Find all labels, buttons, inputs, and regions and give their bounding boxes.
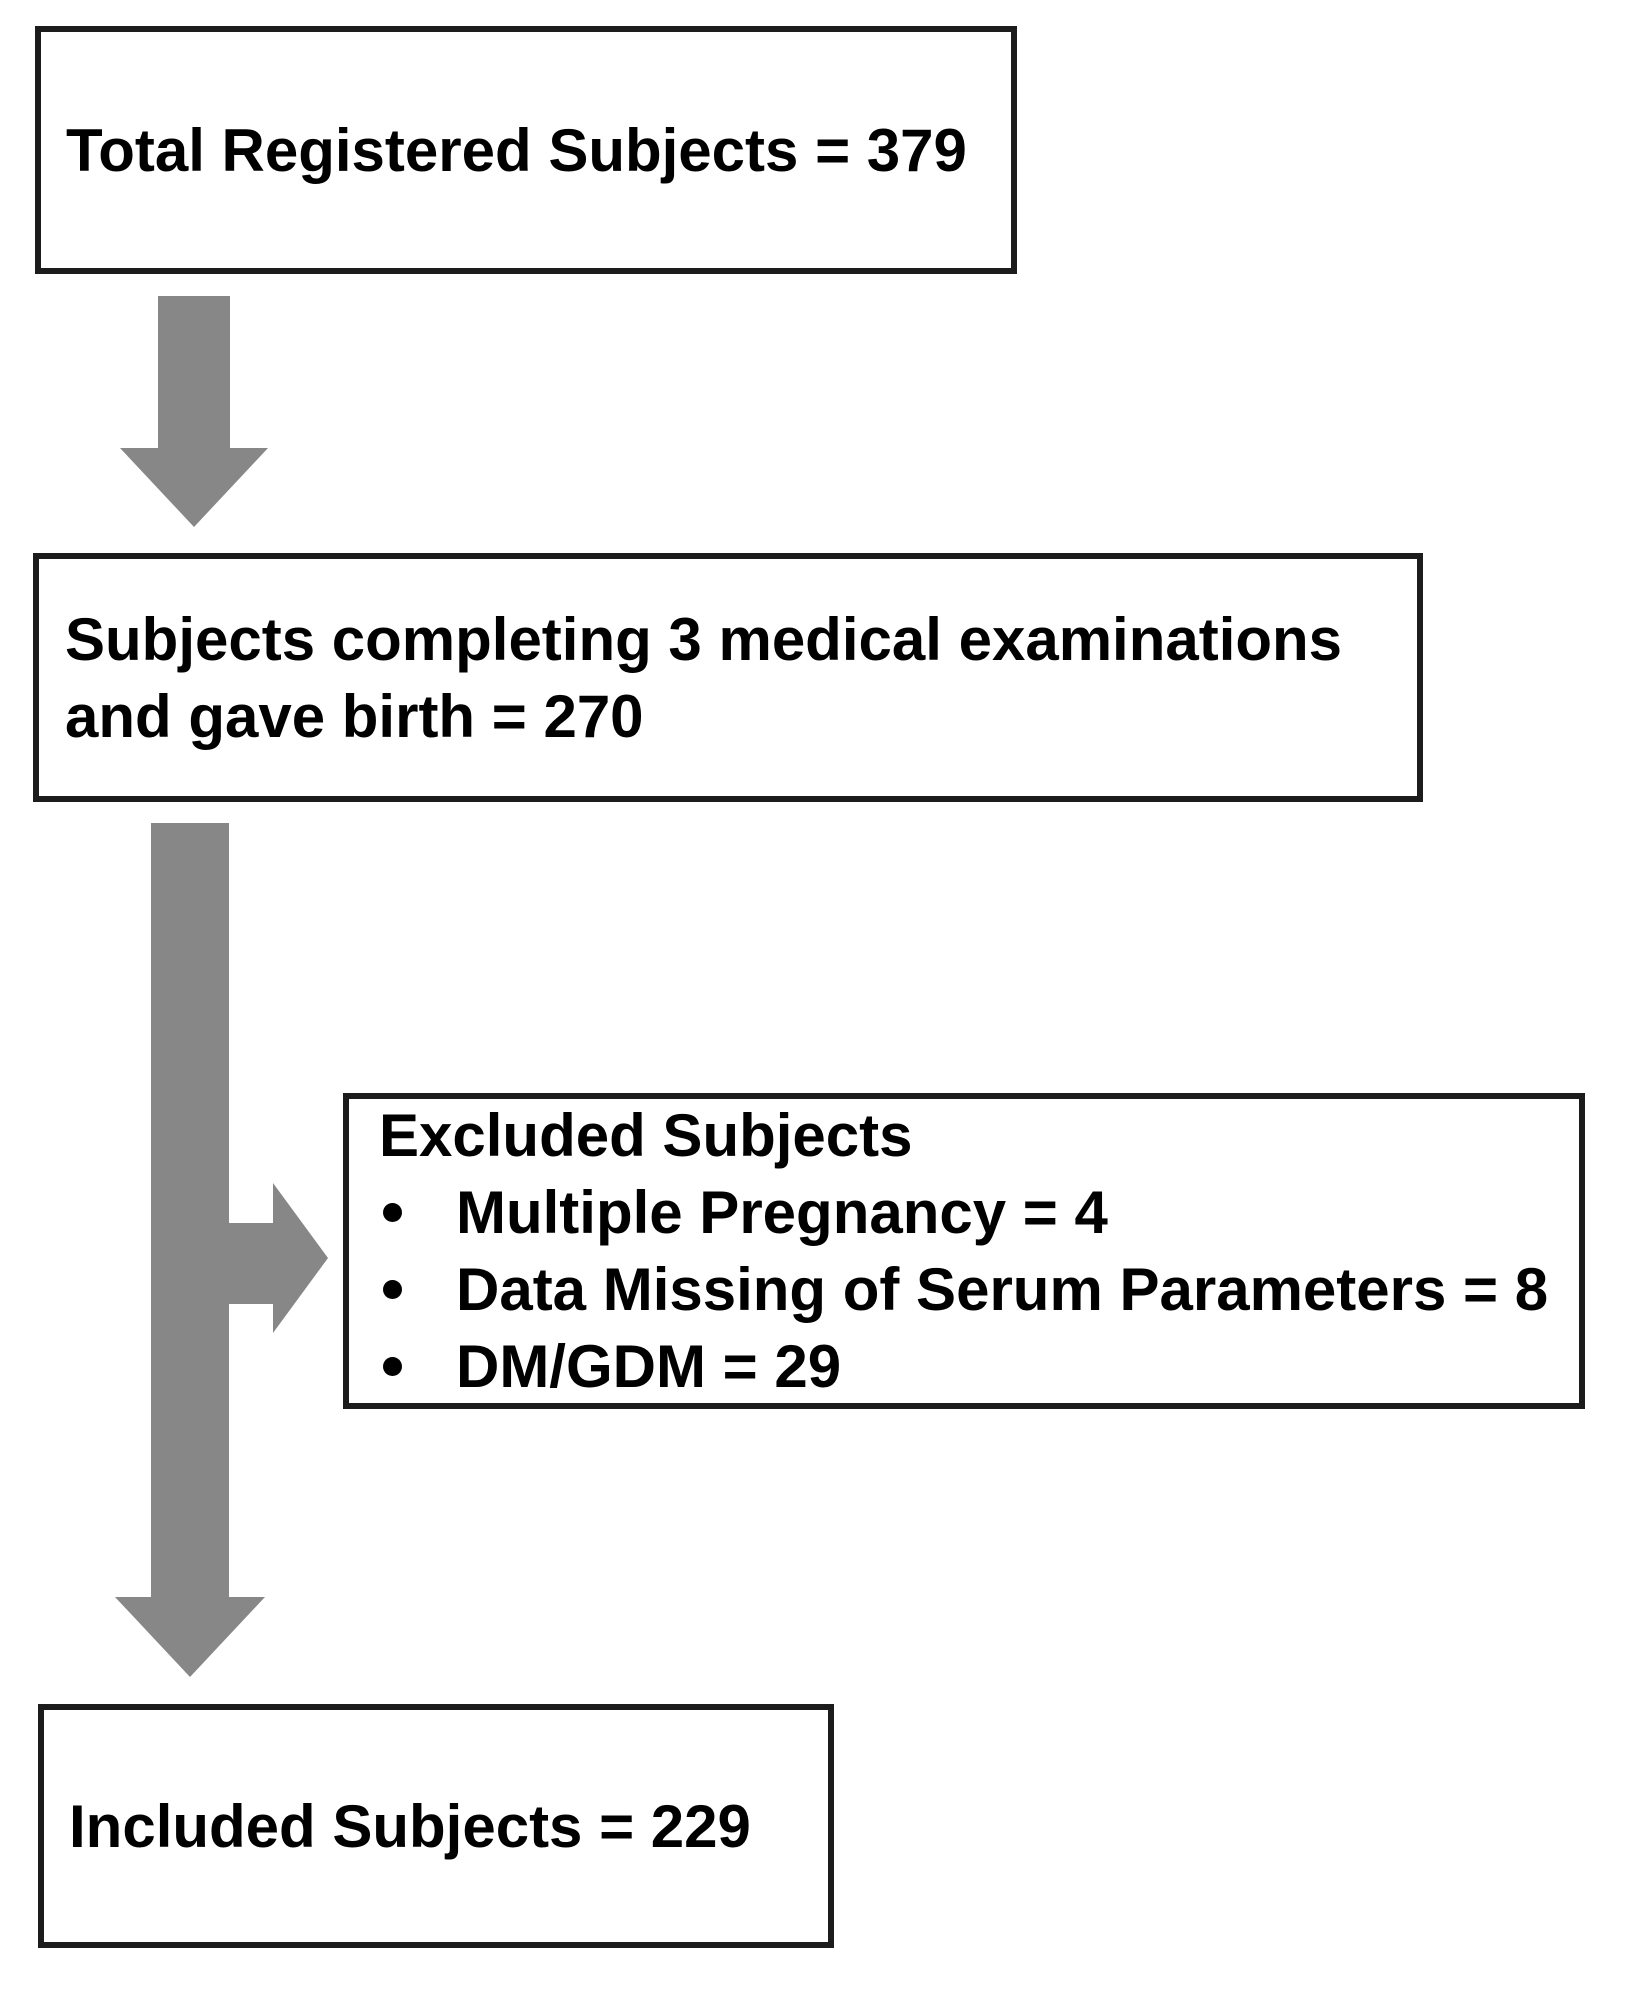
bullet-icon [383, 1280, 402, 1299]
excluded-item-label: Data Missing of Serum Parameters = 8 [456, 1256, 1549, 1323]
bullet-icon [383, 1203, 402, 1222]
excluded-subjects-title: Excluded Subjects [379, 1102, 913, 1169]
completed-exams-line2: and gave birth = 270 [65, 682, 644, 750]
bullet-icon [383, 1357, 402, 1376]
down-arrow-icon [120, 296, 268, 527]
excluded-item-label: Multiple Pregnancy = 4 [456, 1179, 1108, 1246]
excluded-item: Multiple Pregnancy = 4 [349, 1174, 1579, 1251]
excluded-item: Data Missing of Serum Parameters = 8 [349, 1251, 1579, 1328]
included-subjects-label: Included Subjects = 229 [69, 1792, 751, 1860]
excluded-item: DM/GDM = 29 [349, 1328, 1579, 1405]
total-registered-label: Total Registered Subjects = 379 [66, 116, 967, 184]
completed-exams-box: Subjects completing 3 medical examinatio… [33, 553, 1423, 802]
included-subjects-box: Included Subjects = 229 [38, 1704, 834, 1948]
down-arrow-with-branch-icon [115, 823, 328, 1677]
completed-exams-line1: Subjects completing 3 medical examinatio… [65, 605, 1343, 673]
total-registered-box: Total Registered Subjects = 379 [35, 26, 1017, 274]
excluded-item-label: DM/GDM = 29 [456, 1333, 842, 1400]
excluded-subjects-box: Excluded Subjects Multiple Pregnancy = 4… [343, 1093, 1585, 1409]
